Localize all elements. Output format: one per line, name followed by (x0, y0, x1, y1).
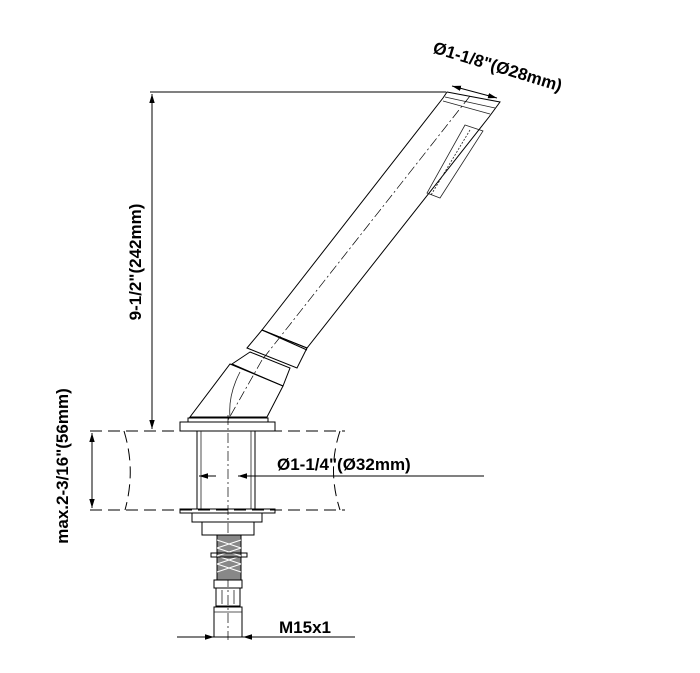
base-diameter-label: Ø1-1/4"(Ø32mm) (277, 455, 411, 474)
height-dimension: 9-1/2"(242mm) (126, 91, 446, 429)
height-dimension-label: 9-1/2"(242mm) (126, 204, 145, 321)
handshower-diameter-label: Ø1-1/8"(Ø28mm) (431, 38, 564, 95)
hand-shower: Ø1-1/8"(Ø28mm) (188, 38, 564, 421)
spray-face (426, 124, 484, 199)
deck-thickness-label: max.2-3/16"(56mm) (53, 388, 72, 543)
thread-label: M15x1 (279, 618, 331, 637)
mounting-base: Ø1-1/4"(Ø32mm) (179, 415, 484, 640)
supply-hose: M15x1 (177, 534, 355, 640)
